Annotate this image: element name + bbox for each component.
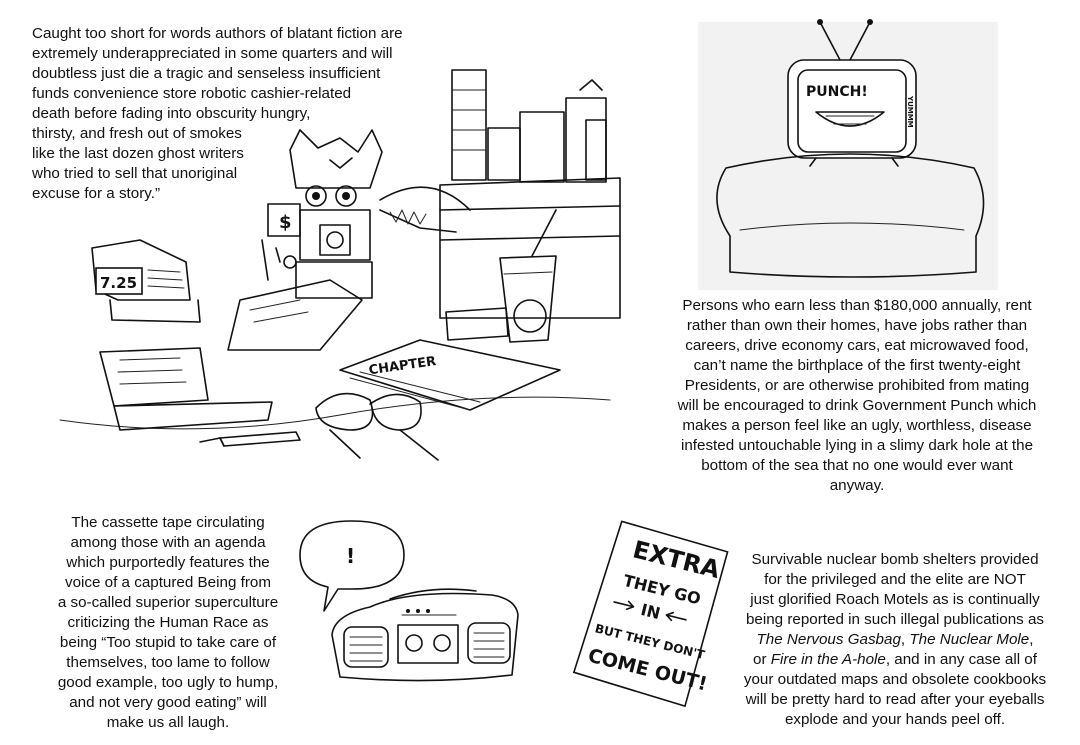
tv-screen-title: PUNCH! [806,84,868,100]
eyeglasses-icon [315,392,439,461]
laptop-icon [99,347,273,431]
panel-bomb-shelters: EXTRA THEY GO IN BUT THEY DON'T COME OUT… [560,505,1080,745]
publication-nervous-gasbag: The Nervous Gasbag [756,631,901,648]
pen-icon [199,431,301,447]
extra-newspaper-illustration: EXTRA THEY GO IN BUT THEY DON'T COME OUT… [572,520,729,708]
drink-cup-icon [499,209,557,343]
cash-register-icon: 7.25 [91,239,201,323]
robot-cashier-icon: $ [227,129,471,351]
bomb-shelters-paragraph: Survivable nuclear bomb shelters provide… [710,550,1080,730]
robot-sign-text: $ [279,212,292,233]
publication-fire-in-the-a-hole: Fire in the A-hole [770,651,886,668]
bomb-shelters-text-1: Survivable nuclear bomb shelters provide… [745,551,1045,628]
manuscript-pages-icon: CHAPTER [339,307,561,411]
tv-on-couch-illustration: PUNCH! YUMMM [698,19,998,290]
panel-cassette-tape: The cassette tape circulating among thos… [0,505,560,745]
speech-bubble-text: ! [346,544,355,568]
bomb-shelters-separator-2: , or [753,631,1034,668]
bomb-shelters-text-2: , and in any case all of your outdated m… [743,651,1047,728]
panel-government-punch: PUNCH! YUMMM Persons who earn less than … [620,0,1080,500]
cluttered-desk-illustration: 7.25 $ [59,69,621,461]
manuscript-title-text: CHAPTER [368,354,437,378]
cassette-tape-paragraph: The cassette tape circulating among thos… [57,514,279,731]
bomb-shelters-separator-1: , [900,631,910,648]
newspaper-line-3: IN [639,600,662,623]
ghost-writers-paragraph: Caught too short for words authors of bl… [32,25,403,202]
publication-nuclear-mole: The Nuclear Mole [909,631,1030,648]
panel-ghost-writers: Caught too short for words authors of bl… [0,0,621,470]
shelf-containers-icon [439,69,621,319]
boombox-illustration: ! [299,520,519,682]
government-punch-paragraph: Persons who earn less than $180,000 annu… [677,297,1037,494]
register-display-text: 7.25 [100,274,137,292]
tv-screen-side-text: YUMMM [906,95,914,128]
